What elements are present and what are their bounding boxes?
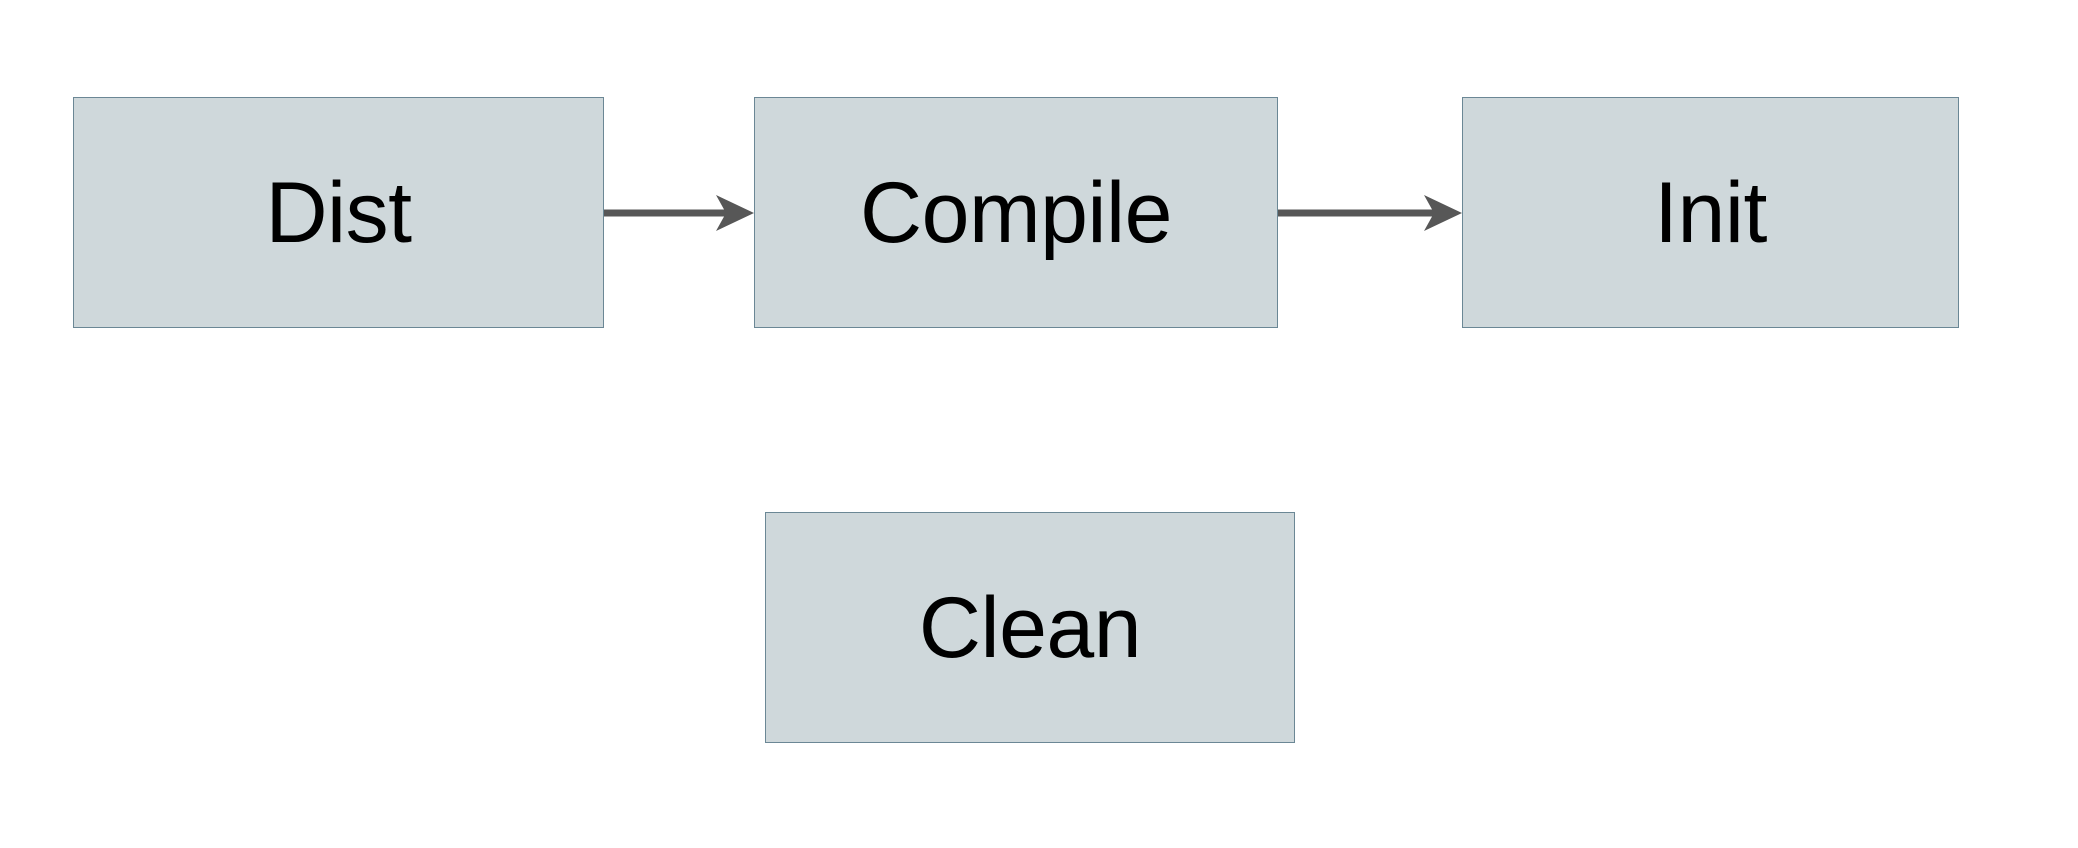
arrowhead-icon (716, 195, 754, 231)
node-label-init: Init (1654, 164, 1767, 261)
arrowhead-icon (1424, 195, 1462, 231)
edge-dist-to-compile (604, 183, 754, 243)
node-label-compile: Compile (860, 164, 1172, 261)
node-dist[interactable]: Dist (73, 97, 604, 328)
node-init[interactable]: Init (1462, 97, 1959, 328)
edge-compile-to-init (1278, 183, 1462, 243)
node-label-dist: Dist (265, 164, 412, 261)
node-compile[interactable]: Compile (754, 97, 1278, 328)
node-clean[interactable]: Clean (765, 512, 1295, 743)
node-label-clean: Clean (918, 579, 1142, 676)
